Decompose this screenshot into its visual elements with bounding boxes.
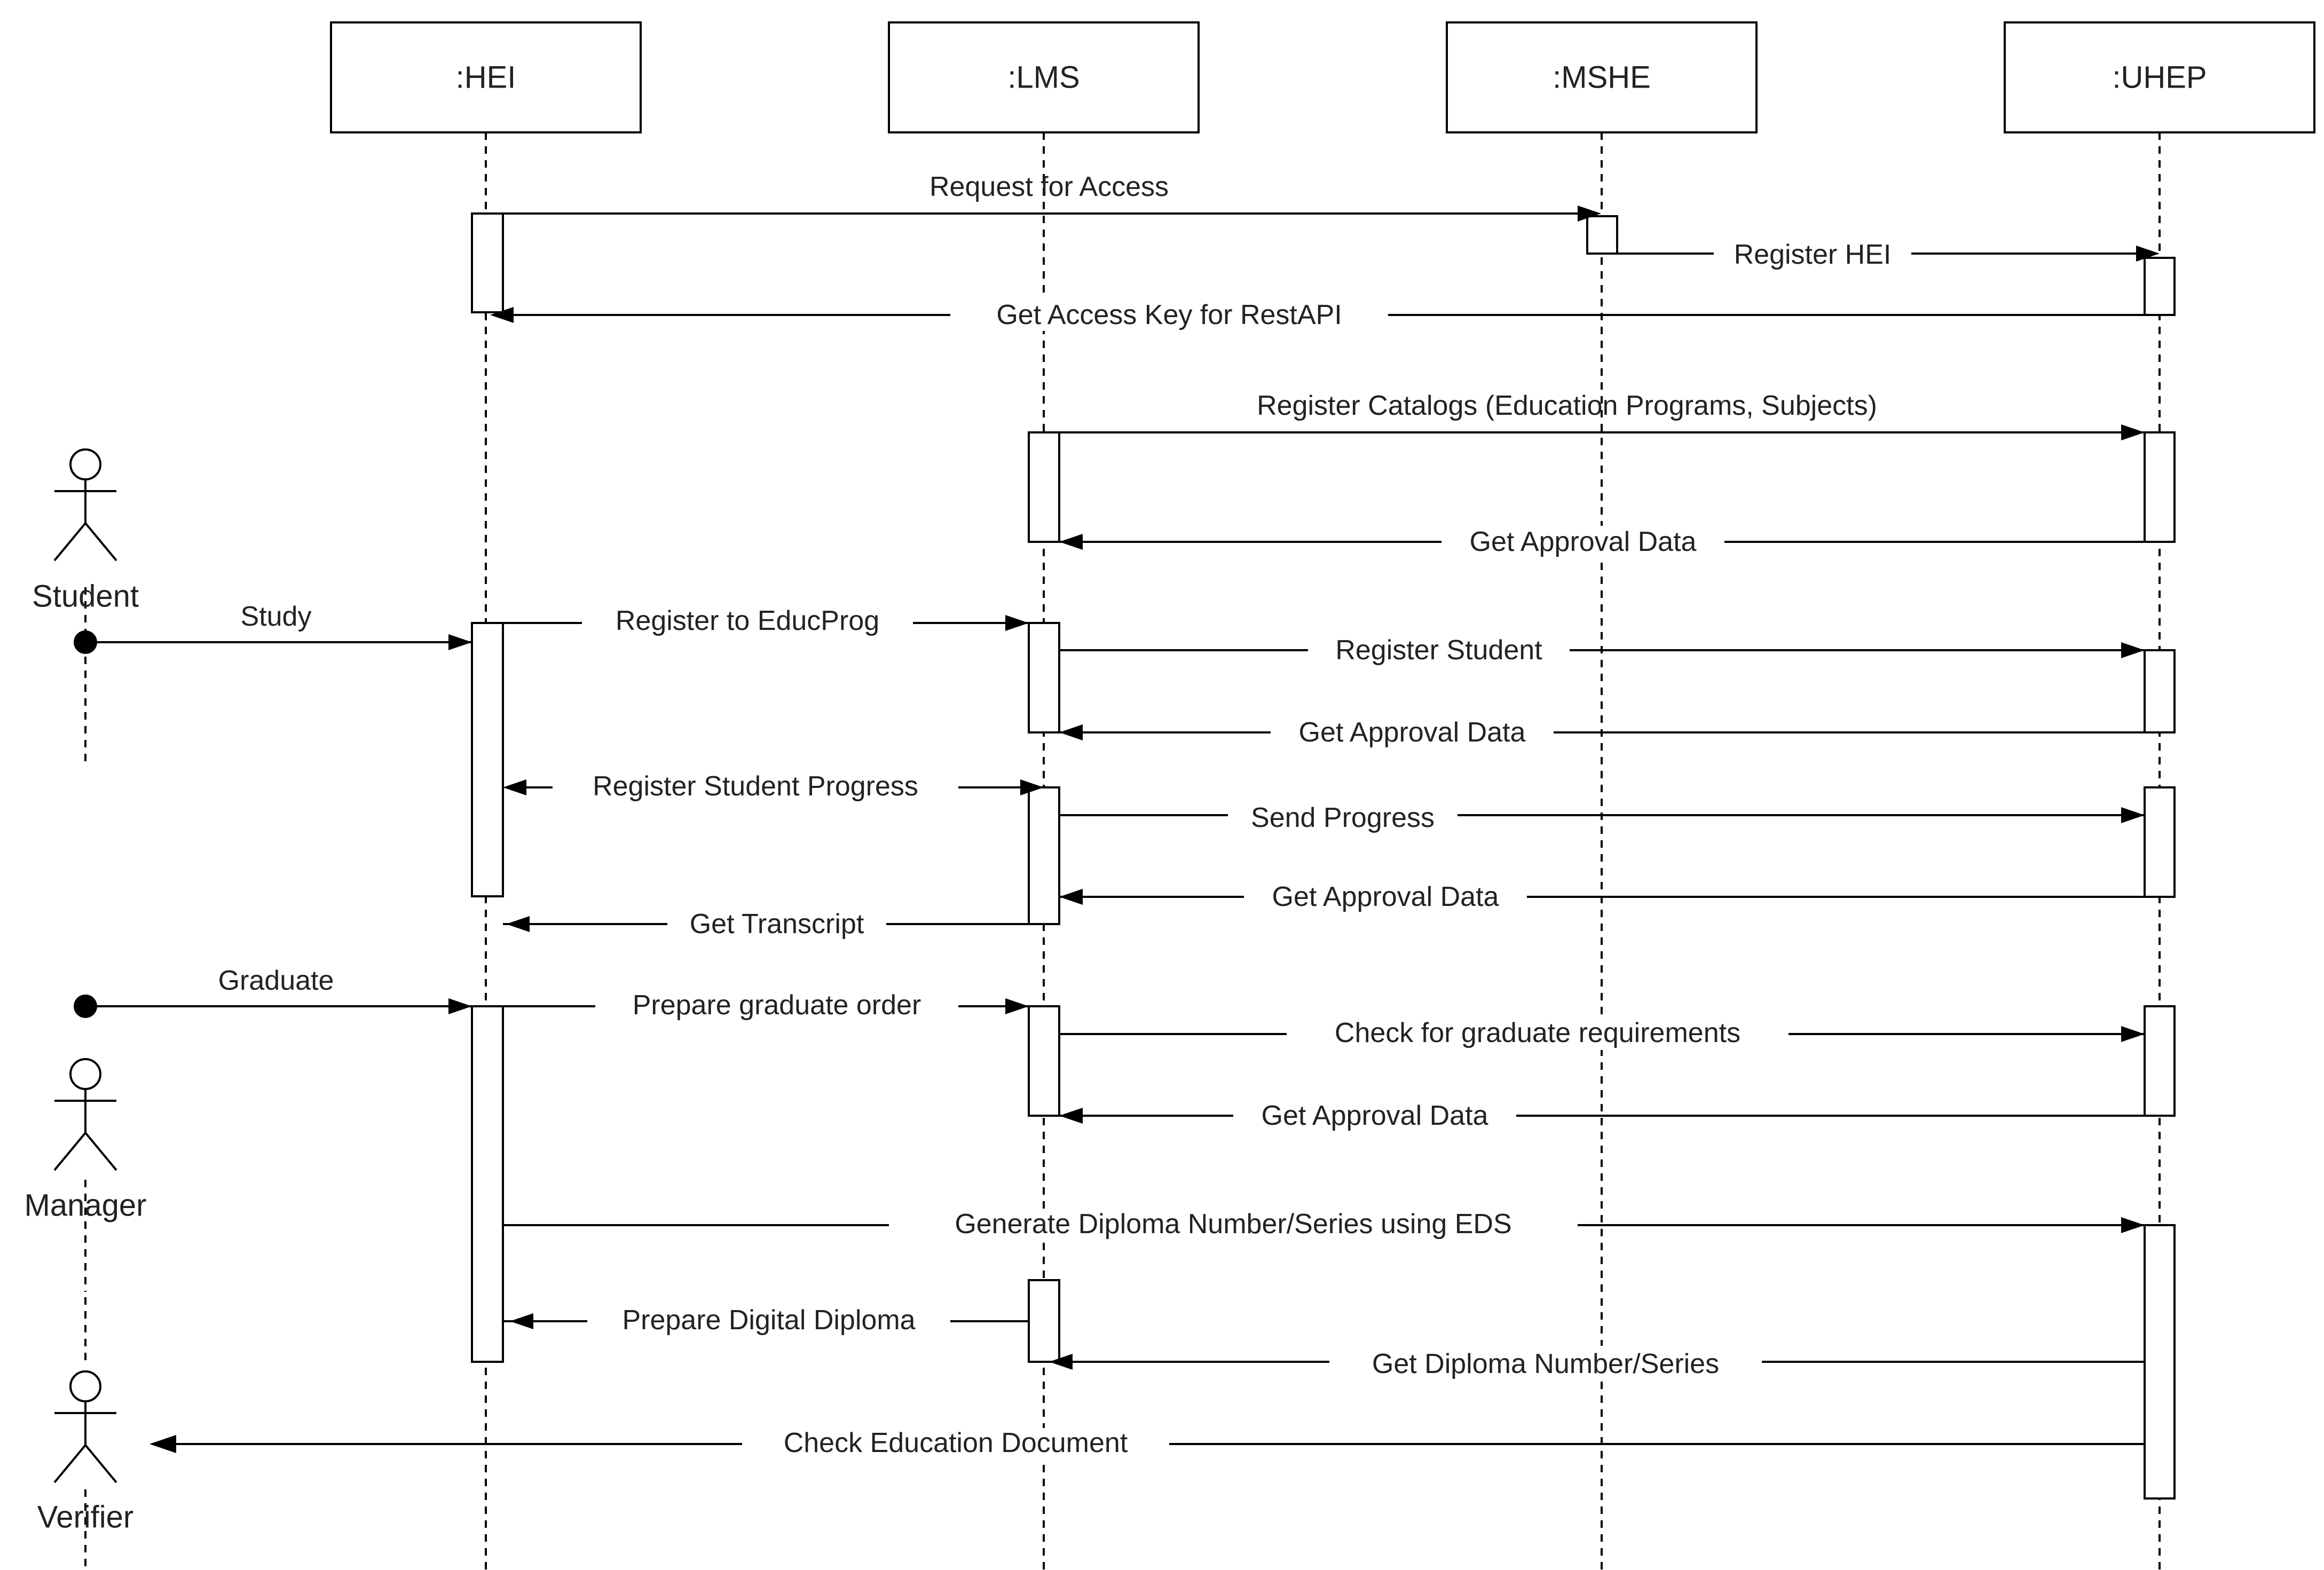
message-send-progress: Send Progress — [1059, 799, 2145, 833]
activation-hei-3 — [471, 1005, 504, 1363]
activation-uhep-6 — [2144, 1224, 2176, 1500]
actor-manager-head — [69, 1058, 101, 1090]
activation-lms-4 — [1028, 1005, 1060, 1117]
activation-hei-1 — [471, 212, 504, 313]
message-request-for-access: Request for Access — [503, 171, 1601, 222]
message-get-approval-data-3-label: Get Approval Data — [1272, 881, 1499, 912]
actor-verifier-label: Verifier — [37, 1500, 134, 1535]
message-get-approval-data-4: Get Approval Data — [1059, 1100, 2145, 1132]
message-register-hei: Register HEI — [1617, 238, 2160, 270]
actor-verifier: Verifier — [37, 1370, 134, 1535]
message-register-hei-label: Register HEI — [1734, 239, 1892, 270]
lifeline-hei: :HEI — [330, 21, 642, 133]
lifeline-lms-label: :LMS — [1007, 60, 1080, 95]
message-get-access-key: Get Access Key for RestAPI — [490, 299, 2145, 331]
message-register-to-educprog: Register to EducProg — [503, 605, 1029, 638]
activation-hei-2 — [471, 622, 504, 897]
lifeline-uhep: :UHEP — [2004, 21, 2315, 133]
lifeline-lms: :LMS — [888, 21, 1200, 133]
lifeline-uhep-label: :UHEP — [2112, 60, 2207, 95]
activation-uhep-5 — [2144, 1005, 2176, 1117]
message-generate-diploma-number-label: Generate Diploma Number/Series using EDS — [955, 1209, 1511, 1240]
message-register-student-progress: Register Student Progress — [503, 771, 1044, 803]
message-graduate: Graduate — [85, 965, 472, 1014]
activation-lms-1 — [1028, 431, 1060, 543]
activation-uhep-1 — [2144, 257, 2176, 316]
message-register-catalogs-label: Register Catalogs (Education Programs, S… — [1257, 390, 1877, 421]
actor-student-head — [69, 448, 101, 480]
message-get-approval-data-2: Get Approval Data — [1059, 716, 2145, 748]
activation-uhep-2 — [2144, 431, 2176, 543]
message-check-education-document: Check Education Document — [149, 1427, 2145, 1460]
message-study-label: Study — [241, 601, 312, 632]
message-register-student: Register Student — [1059, 634, 2145, 666]
message-prepare-digital-diploma: Prepare Digital Diploma — [503, 1305, 1029, 1337]
message-get-approval-data-1-label: Get Approval Data — [1470, 526, 1697, 557]
message-get-diploma-number: Get Diploma Number/Series — [1049, 1346, 2145, 1379]
actor-verifier-head — [69, 1370, 101, 1402]
message-get-diploma-number-label: Get Diploma Number/Series — [1372, 1348, 1719, 1379]
activation-lms-5 — [1028, 1279, 1060, 1363]
message-register-to-educprog-label: Register to EducProg — [616, 605, 879, 636]
lifeline-hei-label: :HEI — [456, 60, 516, 95]
activation-uhep-4 — [2144, 786, 2176, 898]
message-check-education-document-label: Check Education Document — [784, 1427, 1128, 1458]
actor-student-label: Student — [32, 579, 139, 614]
activation-mshe-1 — [1586, 215, 1618, 255]
message-check-graduate-requirements-label: Check for graduate requirements — [1335, 1017, 1740, 1048]
message-register-student-label: Register Student — [1335, 635, 1542, 666]
message-send-progress-label: Send Progress — [1251, 802, 1435, 833]
message-prepare-graduate-order: Prepare graduate order — [503, 990, 1029, 1022]
actor-manager-label: Manager — [25, 1188, 147, 1223]
lifeline-mshe-label: :MSHE — [1553, 60, 1651, 95]
message-register-catalogs: Register Catalogs (Education Programs, S… — [1059, 390, 2145, 440]
message-get-approval-data-1: Get Approval Data — [1059, 526, 2145, 558]
message-prepare-digital-diploma-label: Prepare Digital Diploma — [622, 1305, 915, 1336]
message-get-approval-data-4-label: Get Approval Data — [1262, 1100, 1488, 1131]
message-get-transcript-label: Get Transcript — [690, 909, 864, 940]
message-study: Study — [85, 601, 472, 650]
lifeline-mshe: :MSHE — [1446, 21, 1758, 133]
actor-student: Student — [32, 448, 139, 614]
message-prepare-graduate-order-label: Prepare graduate order — [633, 990, 921, 1021]
message-request-for-access-label: Request for Access — [929, 171, 1169, 202]
message-get-approval-data-3: Get Approval Data — [1059, 881, 2145, 913]
activation-uhep-3 — [2144, 649, 2176, 733]
message-check-graduate-requirements: Check for graduate requirements — [1059, 1017, 2145, 1050]
actor-manager: Manager — [25, 1058, 147, 1223]
message-register-student-progress-label: Register Student Progress — [593, 771, 918, 802]
message-get-approval-data-2-label: Get Approval Data — [1299, 717, 1526, 748]
activation-lms-3 — [1028, 786, 1060, 925]
message-generate-diploma-number: Generate Diploma Number/Series using EDS — [503, 1209, 2145, 1241]
message-get-transcript: Get Transcript — [503, 908, 1029, 940]
activation-lms-2 — [1028, 622, 1060, 733]
message-graduate-label: Graduate — [218, 965, 334, 996]
message-get-access-key-label: Get Access Key for RestAPI — [996, 299, 1342, 330]
